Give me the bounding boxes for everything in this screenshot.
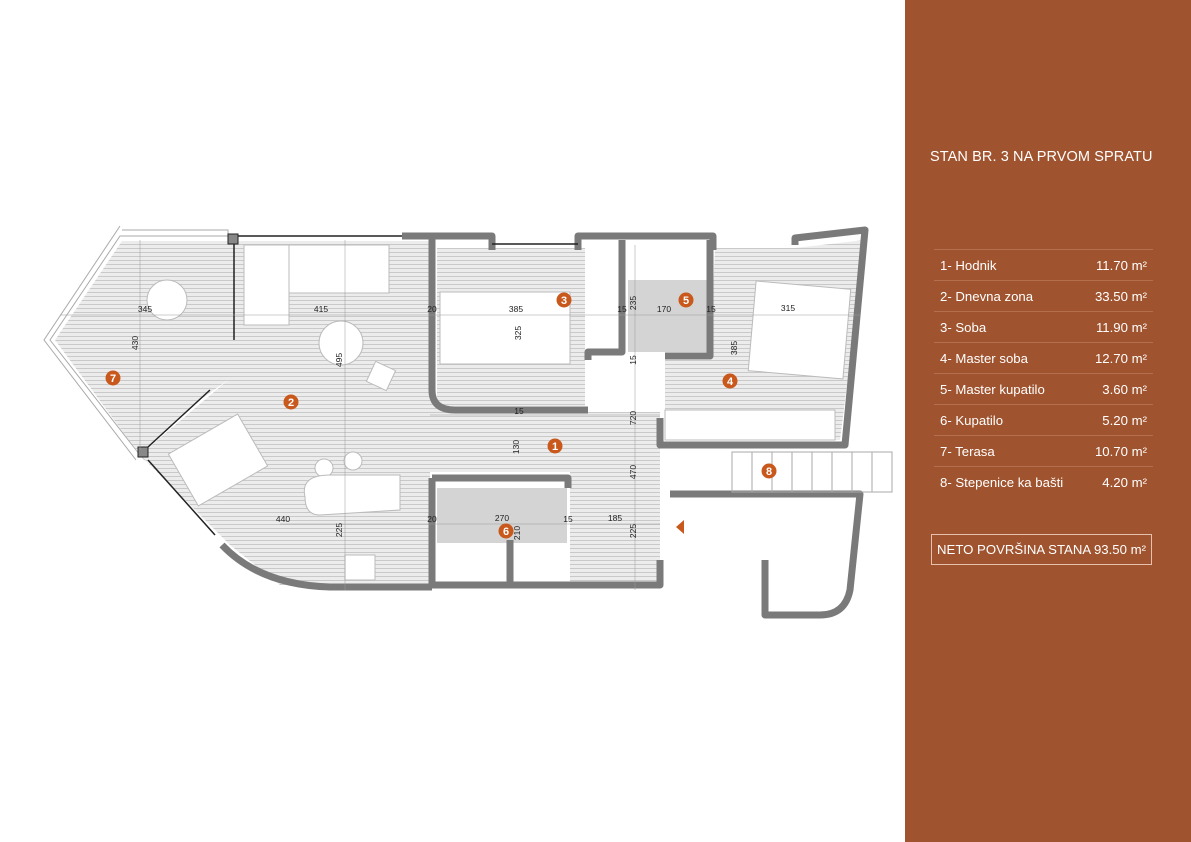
- room-number: 4: [727, 376, 734, 388]
- dimension-label: 20: [427, 304, 437, 314]
- room-row: 2- Dnevna zona 33.50 m²: [934, 280, 1153, 311]
- dimension-label: 385: [509, 304, 523, 314]
- room-badge: 1: [547, 438, 563, 454]
- dimension-label: 235: [628, 296, 638, 310]
- room-label: 2- Dnevna zona: [940, 288, 1034, 304]
- dimension-label: 15: [617, 304, 627, 314]
- net-area-box: NETO POVRŠINA STANA 93.50 m²: [931, 534, 1152, 565]
- dimension-label: 720: [628, 411, 638, 425]
- dimension-label: 15: [706, 304, 716, 314]
- room-row: 8- Stepenice ka bašti 4.20 m²: [934, 466, 1153, 497]
- dimension-label: 15: [514, 406, 524, 416]
- windows: [147, 235, 578, 536]
- bath5-floor: [628, 280, 710, 352]
- net-area-value: 93.50 m²: [1093, 542, 1146, 557]
- dimension-label: 225: [628, 524, 638, 538]
- room-label: 8- Stepenice ka bašti: [940, 474, 1064, 490]
- room-row: 5- Master kupatilo 3.60 m²: [934, 373, 1153, 404]
- room-row: 7- Terasa 10.70 m²: [934, 435, 1153, 466]
- dimension-label: 345: [138, 304, 152, 314]
- room-badge: 7: [105, 370, 121, 386]
- info-panel: STAN BR. 3 NA PRVOM SPRATU 1- Hodnik 11.7…: [905, 0, 1191, 842]
- room-area: 12.70 m²: [1094, 350, 1147, 366]
- room-area: 11.90 m²: [1095, 319, 1147, 335]
- stairs: [731, 451, 893, 493]
- room-number: 1: [552, 441, 558, 453]
- hallway-floor-2: [570, 470, 660, 585]
- dimension-label: 185: [608, 513, 622, 523]
- room-row: 1- Hodnik 11.70 m²: [934, 249, 1153, 280]
- living-floor: [140, 241, 585, 585]
- room-badge: 5: [678, 292, 694, 308]
- room-badge: 6: [498, 523, 514, 539]
- room-number: 6: [503, 526, 509, 538]
- room-label: 1- Hodnik: [940, 257, 997, 273]
- apartment-title: STAN BR. 3 NA PRVOM SPRATU: [930, 149, 1153, 165]
- dimension-label: 315: [781, 303, 795, 313]
- room-badge: 3: [556, 292, 572, 308]
- dimension-label: 430: [130, 336, 140, 350]
- room-row: 3- Soba 11.90 m²: [934, 311, 1153, 342]
- room-area: 4.20 m²: [1102, 474, 1147, 490]
- room-label: 3- Soba: [940, 319, 987, 335]
- room-area: 3.60 m²: [1102, 381, 1147, 397]
- dimension-label: 385: [729, 341, 739, 355]
- walls: [219, 226, 869, 619]
- dimension-label: 470: [628, 465, 638, 479]
- dimension-label: 270: [495, 513, 509, 523]
- room-label: 7- Terasa: [940, 443, 995, 459]
- dimension-label: 170: [657, 304, 671, 314]
- dimension-label: 20: [427, 514, 437, 524]
- room-area: 11.70 m²: [1095, 257, 1147, 273]
- furniture: [146, 244, 852, 581]
- dimension-label: 415: [314, 304, 328, 314]
- room-area: 5.20 m²: [1102, 412, 1147, 428]
- room-badge: 8: [761, 463, 777, 479]
- room-number: 3: [561, 295, 567, 307]
- net-area-label: NETO POVRŠINA STANA: [937, 542, 1092, 557]
- hallway-floor: [430, 412, 660, 472]
- room-number: 7: [110, 373, 116, 385]
- room-number: 2: [288, 397, 294, 409]
- dimension-label: 440: [276, 514, 290, 524]
- room-badge: 2: [283, 394, 299, 410]
- room-number: 5: [683, 295, 689, 307]
- room-number: 8: [766, 466, 772, 478]
- room-area: 33.50 m²: [1094, 288, 1147, 304]
- room-badge: 4: [722, 373, 738, 389]
- entrance-arrow-icon: [676, 520, 684, 534]
- dimension-label: 495: [334, 353, 344, 367]
- room-label: 4- Master soba: [940, 350, 1028, 366]
- room-row: 4- Master soba 12.70 m²: [934, 342, 1153, 373]
- room-area: 10.70 m²: [1094, 443, 1147, 459]
- dimension-label: 130: [511, 440, 521, 454]
- room-area-table: 1- Hodnik 11.70 m² 2- Dnevna zona 33.50 m² 3…: [934, 249, 1153, 497]
- dimension-label: 325: [513, 326, 523, 340]
- dimension-label: 210: [512, 526, 522, 540]
- room-label: 5- Master kupatilo: [940, 381, 1045, 397]
- room-label: 6- Kupatilo: [940, 412, 1004, 428]
- dimension-label: 15: [563, 514, 573, 524]
- dimension-label: 15: [628, 355, 638, 365]
- dimension-label: 225: [334, 523, 344, 537]
- room-row: 6- Kupatilo 5.20 m²: [934, 404, 1153, 435]
